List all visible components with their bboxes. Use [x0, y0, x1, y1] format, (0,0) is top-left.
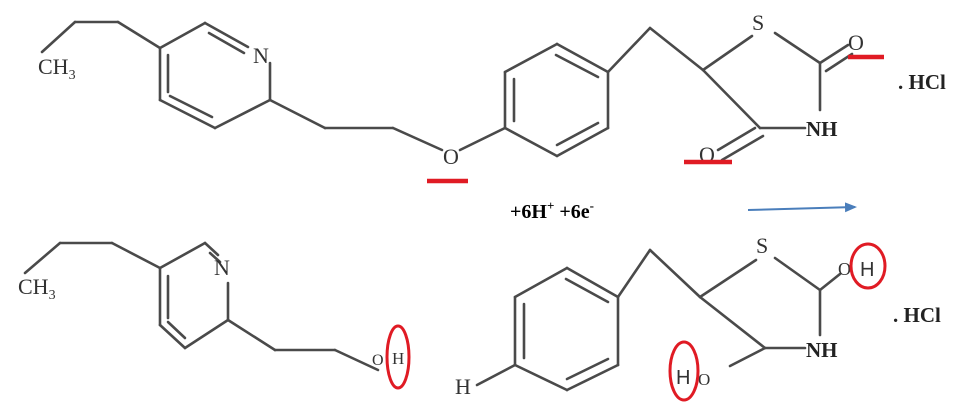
- bottom-right-lower-hydrogen: H: [676, 367, 690, 389]
- bottom-left-ethyl-bonds: [23, 241, 162, 275]
- bottom-left-pyridine-nitrogen: N: [214, 255, 230, 280]
- top-ethyl-bonds: [40, 20, 162, 54]
- bottom-right-benzene-ring: [475, 266, 620, 392]
- top-hcl-salt: . HCl: [898, 70, 946, 94]
- top-ch3-label: CH3: [38, 54, 76, 83]
- bottom-right-ch2-bonds: [616, 248, 702, 299]
- highlight-bottom-left-hydroxyl: [385, 324, 411, 390]
- top-ether-oxygen: O: [443, 144, 459, 169]
- bottom-right-upper-hydrogen: H: [860, 259, 874, 281]
- bottom-left-ch3-label: CH3: [18, 274, 56, 303]
- bottom-right-nh: NH: [806, 338, 838, 362]
- highlight-bottom-right-upper-hydroxyl: [849, 242, 887, 290]
- top-ch2-bonds: [606, 26, 705, 74]
- bottom-right-sulfur: S: [756, 233, 768, 258]
- top-pyridine-ring: [158, 21, 272, 130]
- bottom-right-ring-hydrogen: H: [455, 374, 471, 399]
- bottom-left-linker-bonds: [226, 318, 380, 372]
- reaction-arrow: [747, 202, 857, 213]
- top-pyridine-nitrogen: N: [253, 43, 269, 68]
- bottom-left-pyridine-ring: [158, 241, 230, 350]
- bottom-right-fragment: H S O H H: [455, 233, 941, 402]
- top-benzene-ring: [503, 42, 610, 158]
- bottom-left-hydroxyl-hydrogen: H: [392, 349, 404, 368]
- reaction-reagents: +6H+ +6e-: [510, 198, 594, 223]
- top-molecule: CH3 N O: [38, 10, 946, 184]
- bottom-left-hydroxyl-oxygen: O: [372, 352, 384, 369]
- highlight-bottom-right-lower-hydroxyl: [668, 340, 700, 402]
- bottom-right-upper-oxygen: O: [838, 259, 851, 279]
- top-tzd-upper-oxygen: O: [848, 30, 864, 55]
- bottom-right-hcl-salt: . HCl: [893, 303, 941, 327]
- bottom-right-lower-oxygen: O: [698, 370, 710, 389]
- bottom-left-fragment: CH3 N O H: [18, 241, 411, 390]
- top-tzd-nh: NH: [806, 117, 838, 141]
- top-tzd-sulfur: S: [752, 10, 764, 35]
- top-linker-bonds: [268, 98, 507, 152]
- top-tzd-ring: [701, 31, 854, 162]
- bottom-right-ring-bonds: [698, 256, 842, 368]
